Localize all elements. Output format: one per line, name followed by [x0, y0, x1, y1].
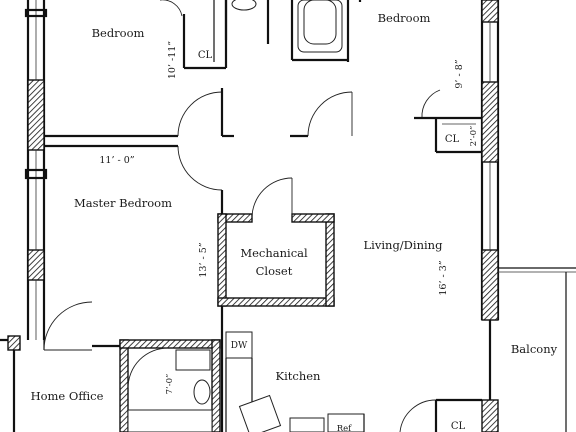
exterior-wall-left [24, 0, 48, 340]
home-office-walls [0, 292, 120, 432]
bedroom-left-label: Bedroom [92, 26, 145, 40]
mechanical-closet-label-2: Closet [256, 264, 293, 278]
refrigerator-label: Ref [337, 424, 352, 432]
balcony-outline [498, 267, 576, 432]
living-depth-dimension: 16’ - 3” [438, 260, 449, 295]
kitchen-bath-walls [119, 331, 482, 432]
bedroom-left-depth-dimension: 10’ -11” [167, 41, 178, 79]
closet-left-label: CL [198, 50, 213, 61]
bedroom-right-depth-dimension: 9’ - 8” [454, 59, 465, 88]
dishwasher-label: DW [231, 341, 248, 351]
bedroom-right-label: Bedroom [378, 11, 431, 25]
balcony-label: Balcony [511, 342, 558, 356]
master-depth-dimension: 13’ - 5” [198, 242, 209, 277]
exterior-wall-right [480, 0, 500, 432]
mechanical-closet-walls [217, 177, 335, 307]
closet-bottom-label: CL [451, 421, 466, 432]
master-width-dimension: 11’ - 0” [99, 155, 134, 166]
master-bedroom-label: Master Bedroom [74, 196, 172, 210]
closet-right-label: CL [445, 134, 460, 145]
living-dining-label: Living/Dining [364, 238, 444, 252]
bedroom-right-closet [358, 0, 482, 154]
closet-right-width-dimension: 2’-0” [469, 126, 479, 147]
kitchen-label: Kitchen [276, 369, 322, 383]
bath-width-dimension: 7’-0” [165, 374, 175, 395]
home-office-label: Home Office [31, 389, 104, 403]
top-bath [224, 0, 350, 62]
bedroom-left-walls [44, 0, 228, 138]
mechanical-closet-label-1: Mechanical [240, 246, 308, 260]
